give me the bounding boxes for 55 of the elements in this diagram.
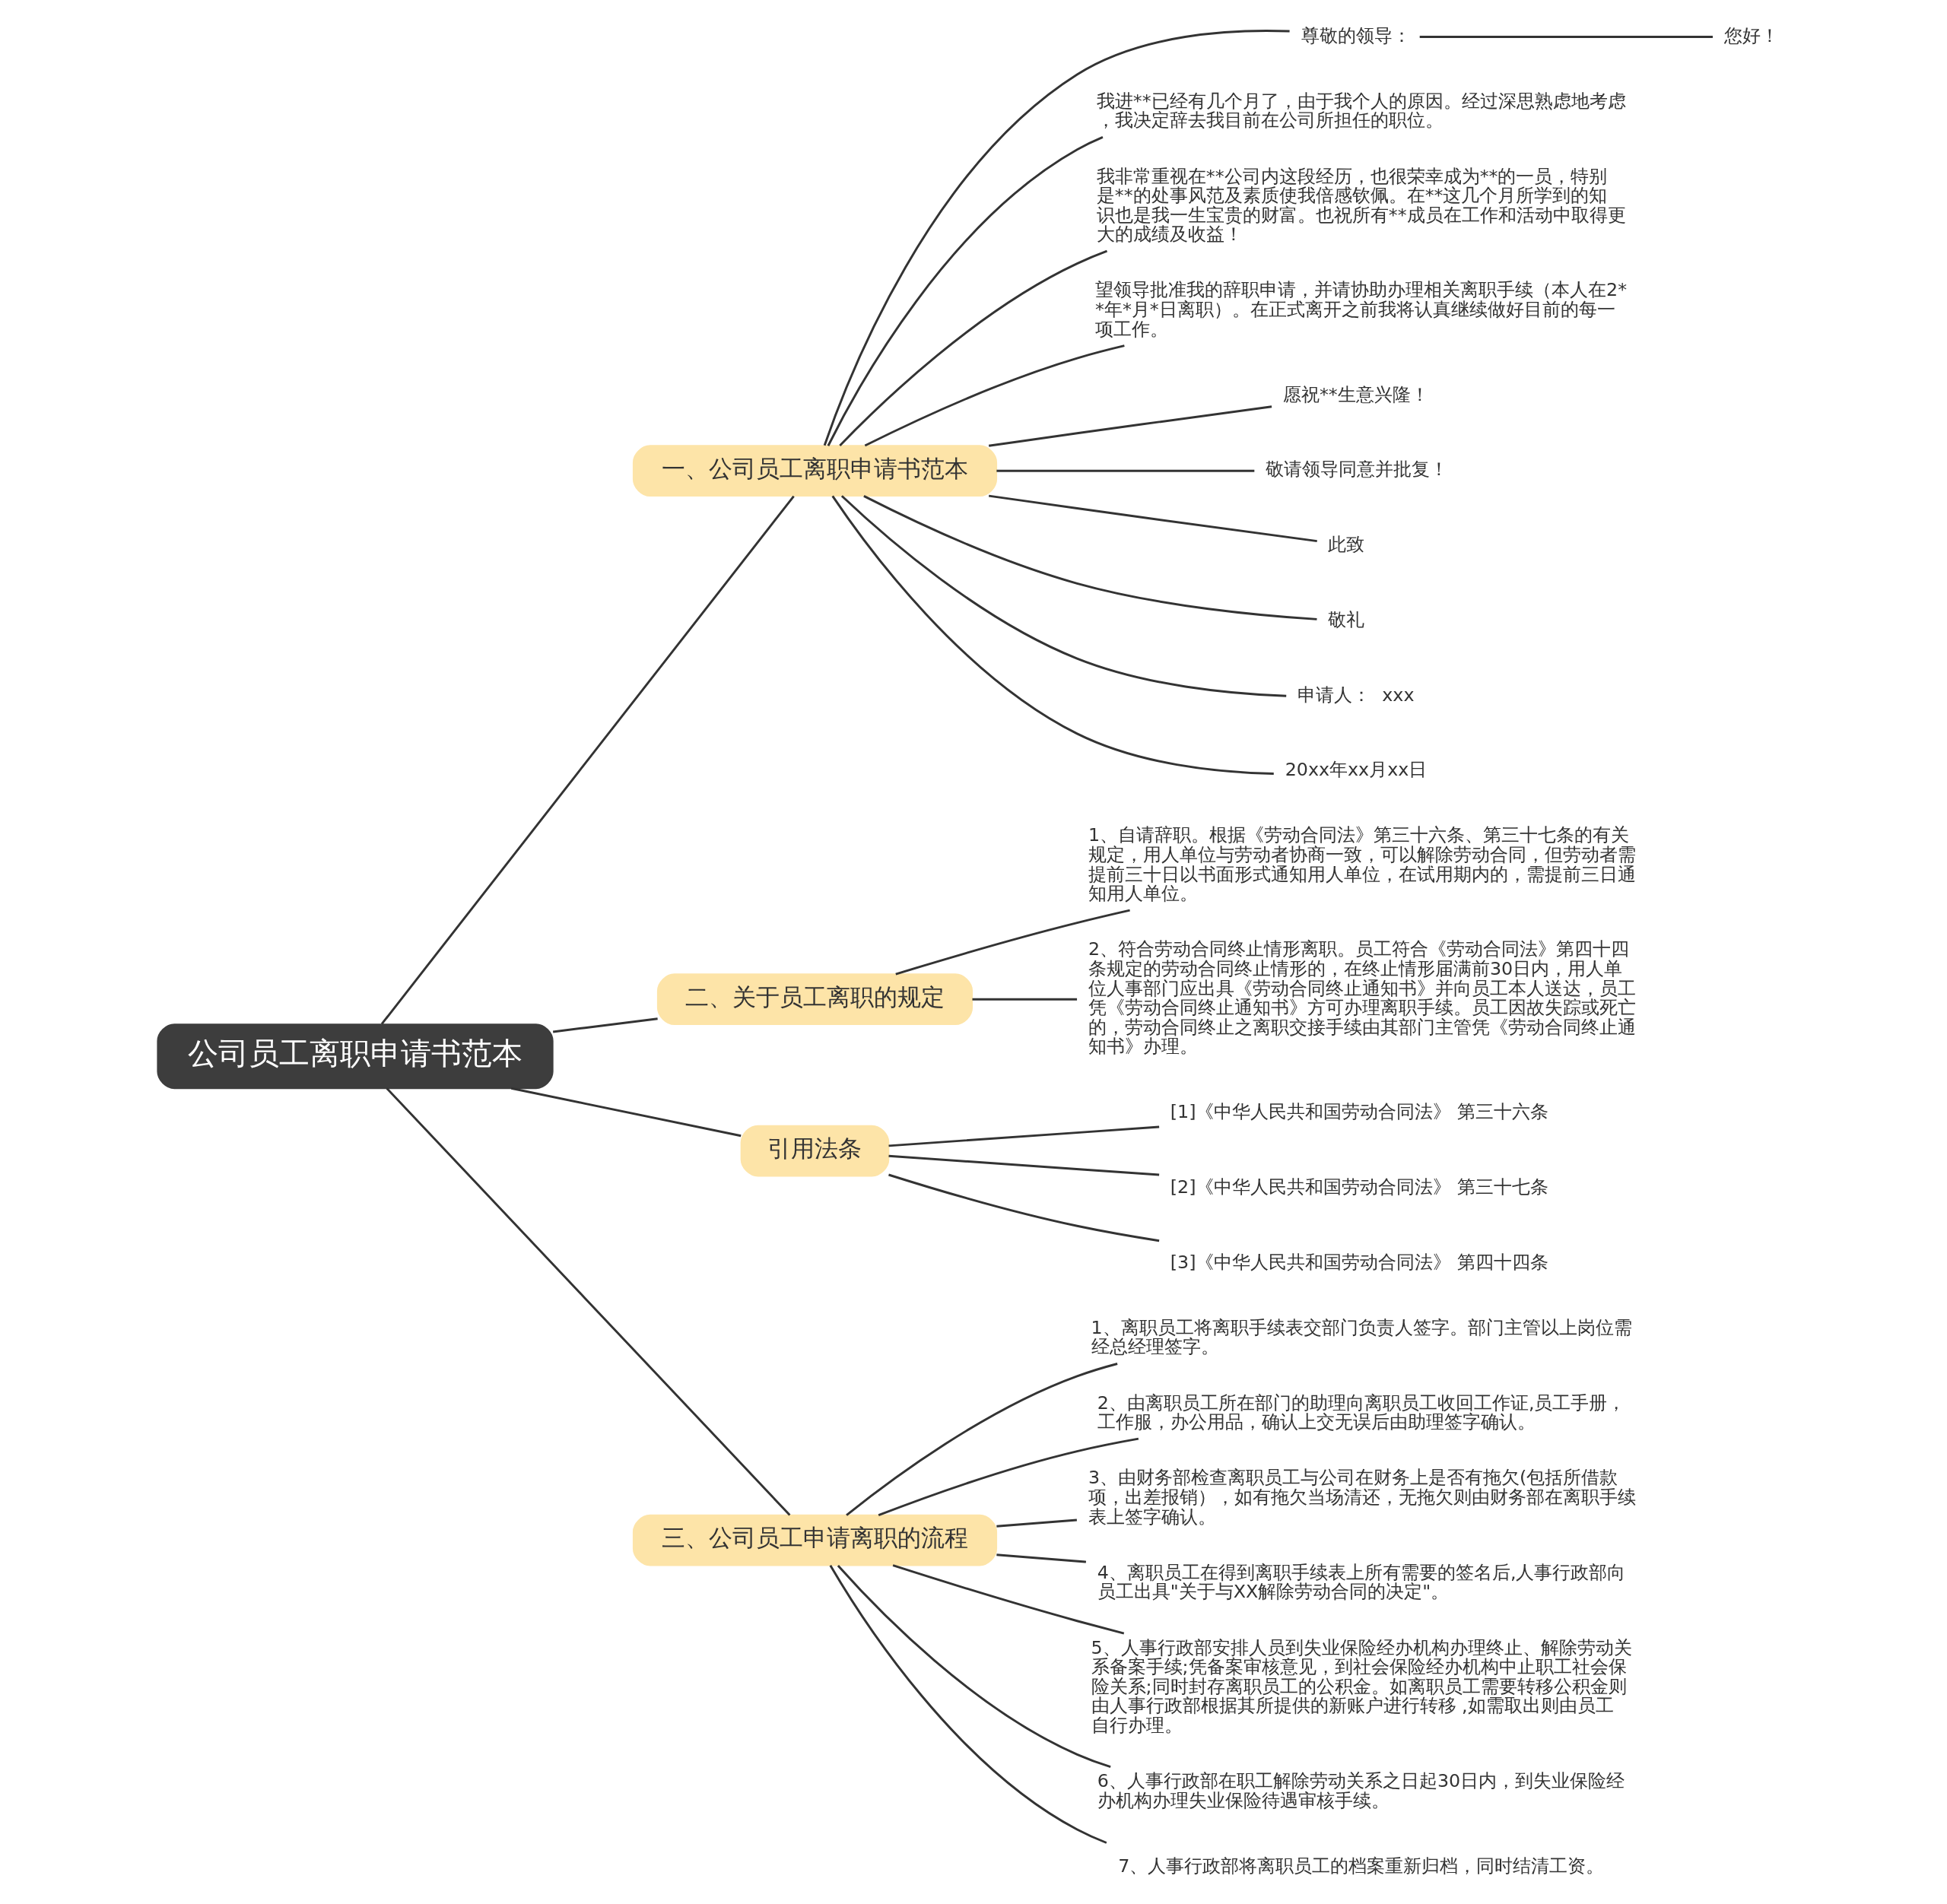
node-text: 敬礼 [1328,608,1365,630]
connector [996,1553,1087,1563]
connector [510,1087,742,1138]
node-text: 申请人： xxx [1297,684,1415,706]
node-box: 二、关于员工离职的规定 [656,973,974,1026]
node-text: 我进**已经有几个月了，由于我个人的原因。经过深思熟虑地考虑，我决定辞去我目前在公司所担任的职位。 [1096,90,1626,132]
node-text: 7、人事行政部将离职员工的档案重新归档，同时结清工资。 [1118,1855,1605,1877]
node-box: 一、公司员工离职申请书范本 [632,445,998,497]
node-text: 2、由离职员工所在部门的助理向离职员工收回工作证,员工手册，工作服，办公用品，确认上交无误后由助理签字确认。 [1097,1392,1626,1433]
node-text: 1、离职员工将离职手续表交部门负责人签字。部门主管以上岗位需经总经理签字。 [1091,1316,1632,1358]
node-text: 愿祝**生意兴隆！ [1282,383,1429,405]
node-text: [2]《中华人民共和国劳动合同法》 第三十七条 [1170,1176,1549,1198]
node-text: 尊敬的领导： [1301,24,1411,46]
node-text: 20xx年xx月xx日 [1285,759,1428,781]
connector [972,998,1078,1001]
node-text: 5、人事行政部安排人员到失业保险经办机构办理终止、解除劳动关系备案手续;凭备案审核意见，到社会保险经办机构中止职工社会保险关系;同时封存离职员工的公积金。如离职员工需要转移公积金则由人事行政部根据其所提供的新账户进行转移 ,如需取出则由员工自行办理。 [1091,1636,1632,1736]
connector [996,469,1255,472]
node-box: 三、公司员工申请离职的流程 [632,1514,998,1566]
connector [831,495,1274,775]
connector [839,249,1108,446]
connector [988,494,1317,543]
connector [864,344,1125,447]
node-text: 此致 [1328,534,1365,556]
connector [988,405,1272,447]
node-text: 您好！ [1723,24,1779,46]
connector [863,495,1317,620]
node-text: 望领导批准我的辞职申请，并请协助办理相关离职手续（本人在2**年*月*日离职）。在正式离开之前我将认真继续做好目前的每一项工作。 [1095,279,1628,340]
node-box: 引用法条 [740,1125,890,1177]
node-text: 3、由财务部检查离职员工与公司在财务上是否有拖欠(包括所借款项，出差报销），如有拖欠当场清还，无拖欠则由财务部在离职手续表上签字确认。 [1088,1467,1636,1528]
connector [840,495,1287,697]
connector [827,135,1104,446]
node-text: 我非常重视在**公司内这段经历，也很荣幸成为**的一员，特别是**的处事风范及素质使我倍感钦佩。在**这几个月所学到的知识也是我一生宝贵的财富。也祝所有**成员在工作和活动中取得更大的成绩及收益！ [1096,165,1626,246]
node-text: 1、自请辞职。根据《劳动合同法》第三十六条、第三十七条的有关规定，用人单位与劳动者协商一致，可以解除劳动合同，但劳动者需提前三十日以书面形式通知用人单位，在试用期内的，需提前三日通知用人单位。 [1088,824,1636,905]
connector [846,1363,1118,1516]
node-text: [1]《中华人民共和国劳动合同法》 第三十六条 [1170,1101,1549,1123]
node-text: 4、离职员工在得到离职手续表上所有需要的签名后,人事行政部向员工出具"关于与XX解除劳动合同的决定"。 [1097,1561,1626,1603]
node-box: 公司员工离职申请书范本 [157,1023,554,1090]
node-text: 2、符合劳动合同终止情形离职。员工符合《劳动合同法》第四十四条规定的劳动合同终止情形的，在终止情形届满前30日内，用人单位人事部门应出具《劳动合同终止通知书》并向员工本人送达，员工凭《劳动合同终止通知书》方可办理离职手续。员工因故失踪或死亡的，劳动合同终止之离职交接手续由其部门主管凭《劳动合同终止通知书》办理。 [1088,938,1636,1058]
connector [837,1565,1111,1769]
connector [888,1125,1160,1147]
node-text: 6、人事行政部在职工解除劳动关系之日起30日内，到失业保险经办机构办理失业保险待遇审核手续。 [1097,1770,1625,1811]
connector [895,909,1130,976]
connector [888,1154,1160,1176]
connector [996,1518,1077,1528]
node-text: 敬请领导同意并批复！ [1266,459,1449,481]
connector [1419,36,1713,38]
connector [878,1437,1139,1517]
connector [823,30,1290,446]
connector [829,1564,1107,1844]
connector [552,1017,658,1033]
node-text: [3]《中华人民共和国劳动合同法》 第四十四条 [1170,1251,1549,1273]
connector [888,1173,1160,1242]
connector [892,1564,1125,1635]
connector [380,495,795,1025]
connector [386,1087,791,1516]
